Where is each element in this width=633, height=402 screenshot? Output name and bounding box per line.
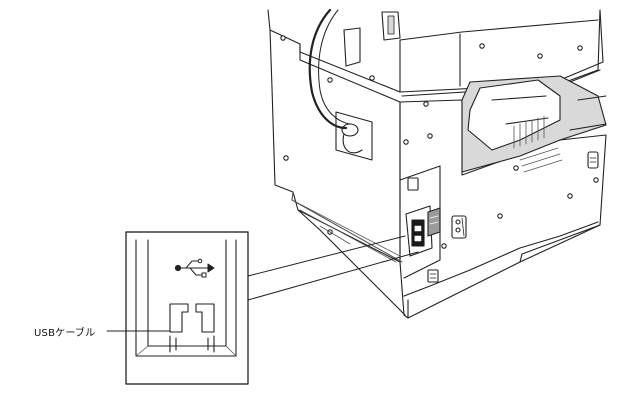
lan-port [427,207,441,237]
zoom-callout-line-bottom [247,251,419,301]
power-inlet [451,215,467,239]
copier-body [267,9,607,319]
inset-panel-outline [135,239,237,357]
rear-handle-cable [308,8,401,130]
rear-cover-left [269,29,401,263]
scanner-right-edge [559,9,604,81]
paper-exit-area [461,75,607,173]
base-step [403,221,599,297]
magnified-inset [125,231,249,385]
scanner-top-panel [267,9,601,93]
small-port-bottom [427,269,439,283]
base-bottom [291,199,401,263]
small-port-top [407,177,419,191]
usb-port-enlarged [169,303,215,353]
usb-cable-label: USBケーブル [34,328,96,339]
cable-clamp [343,27,361,67]
usb-plug [411,219,425,247]
output-tray [467,79,561,151]
rear-plate [335,111,373,161]
right-latch [587,151,599,169]
scanner-front-lip [399,19,599,41]
connector-ports [405,177,467,283]
tray-vent-grille [513,115,545,149]
zoom-callout-line-top [247,235,406,277]
inset-frame [125,231,249,385]
usb-icon [174,258,215,278]
side-louvers [519,147,563,173]
